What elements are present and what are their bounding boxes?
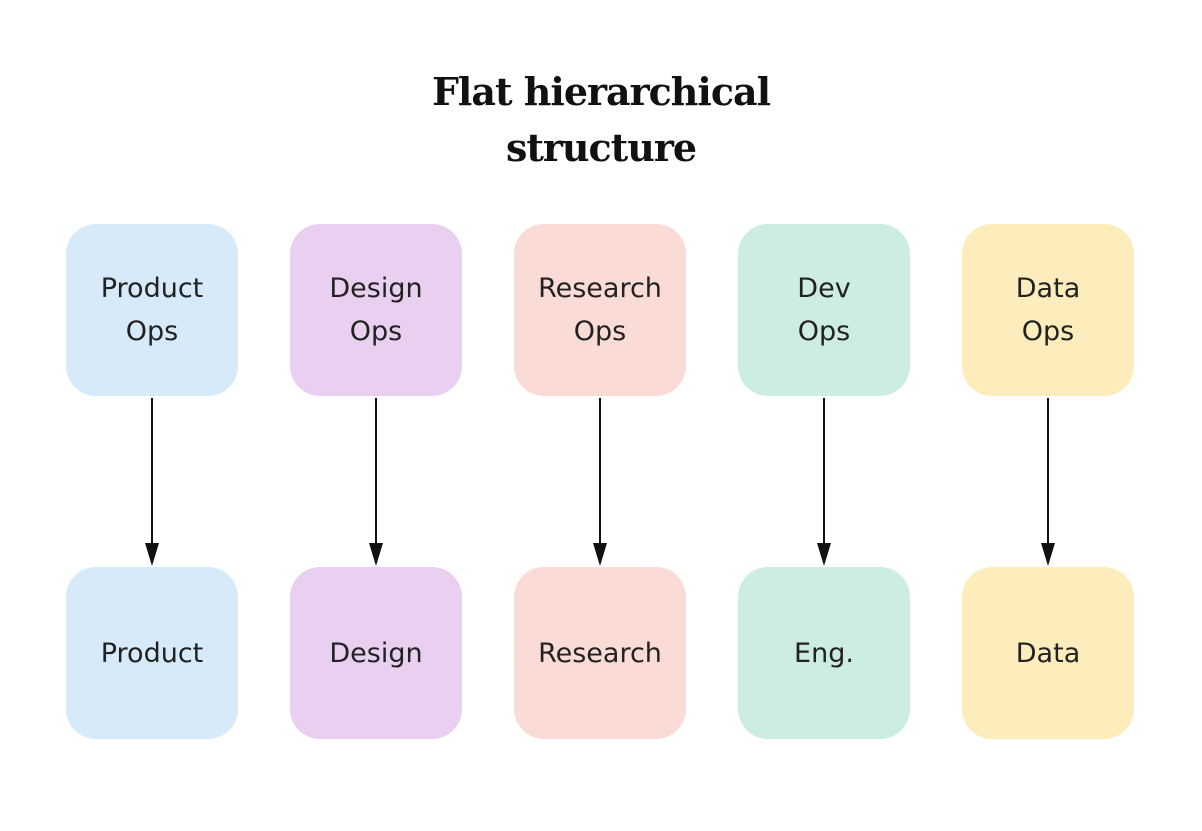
- column-data: Data Ops Data: [962, 224, 1134, 739]
- diagram-title-line-1: Flat hierarchical: [431, 69, 771, 114]
- node-research-ops-line-1: Research: [538, 273, 662, 304]
- node-design-ops: Design Ops: [290, 224, 462, 396]
- node-data-label: Data: [1015, 637, 1081, 669]
- node-design-label: Design: [329, 637, 423, 669]
- arrow-head: [369, 543, 383, 566]
- node-product-ops: Product Ops: [66, 224, 238, 396]
- column-dev: Dev Ops Eng.: [738, 224, 910, 739]
- arrow-head: [817, 543, 831, 566]
- arrow-dev-ops-to-eng: [817, 398, 831, 566]
- arrow-design-ops-to-design: [369, 398, 383, 566]
- node-product-ops-line-2: Ops: [125, 316, 179, 347]
- node-dev-ops: Dev Ops: [738, 224, 910, 396]
- column-research: Research Ops Research: [514, 224, 686, 739]
- node-data-ops-line-2: Ops: [1021, 316, 1075, 347]
- node-product: Product: [66, 567, 238, 739]
- node-dev-ops-line-1: Dev: [797, 273, 851, 304]
- node-research-ops-line-2: Ops: [573, 316, 627, 347]
- diagram-title: Flat hierarchical structure: [0, 64, 1202, 176]
- node-data: Data: [962, 567, 1134, 739]
- diagram-title-line-2: structure: [505, 125, 697, 170]
- node-design-ops-line-1: Design: [329, 273, 423, 304]
- node-eng-label: Eng.: [794, 637, 854, 669]
- node-design: Design: [290, 567, 462, 739]
- node-data-ops: Data Ops: [962, 224, 1134, 396]
- arrow-head: [593, 543, 607, 566]
- node-data-ops-line-1: Data: [1015, 273, 1081, 304]
- arrow-product-ops-to-product: [145, 398, 159, 566]
- node-design-ops-line-2: Ops: [349, 316, 403, 347]
- node-eng: Eng.: [738, 567, 910, 739]
- node-product-label: Product: [100, 637, 204, 669]
- node-research-ops: Research Ops: [514, 224, 686, 396]
- arrow-research-ops-to-research: [593, 398, 607, 566]
- arrow-head: [145, 543, 159, 566]
- arrow-head: [1041, 543, 1055, 566]
- node-product-ops-line-1: Product: [100, 273, 204, 304]
- column-product: Product Ops Product: [66, 224, 238, 739]
- column-design: Design Ops Design: [290, 224, 462, 739]
- node-research: Research: [514, 567, 686, 739]
- node-research-label: Research: [538, 637, 662, 669]
- arrow-data-ops-to-data: [1041, 398, 1055, 566]
- node-dev-ops-line-2: Ops: [797, 316, 851, 347]
